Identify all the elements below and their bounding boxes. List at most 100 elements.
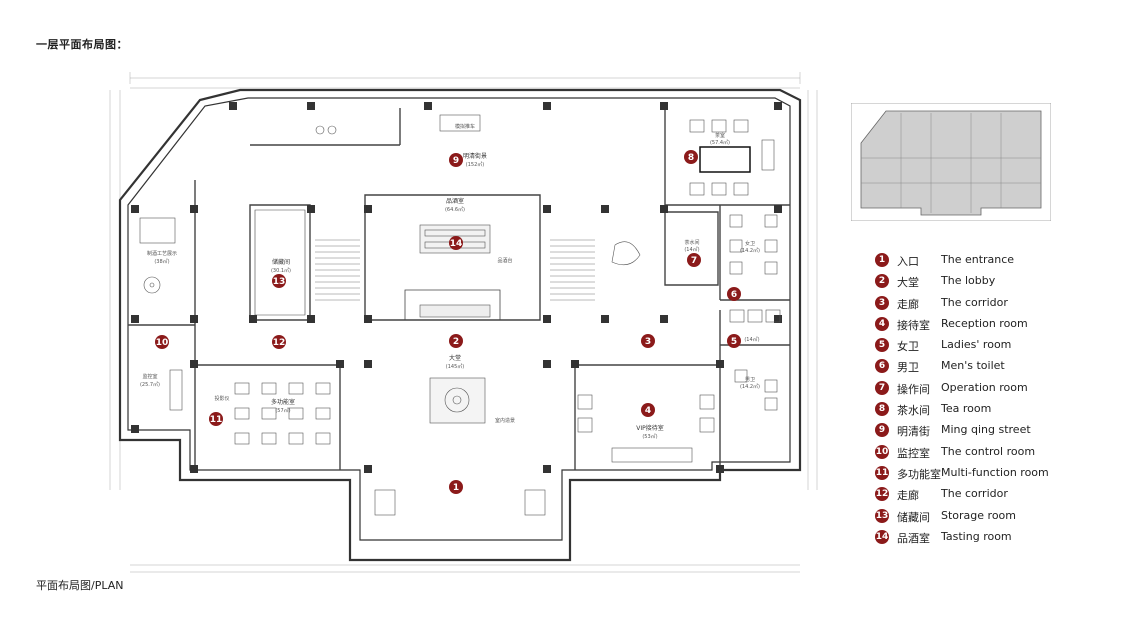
- stairs: [315, 239, 595, 301]
- label-women-area: (14.2㎡): [740, 247, 760, 254]
- marker-14: 14: [449, 236, 463, 250]
- svg-text:13: 13: [273, 277, 286, 287]
- legend-label-en: The corridor: [941, 295, 1008, 309]
- label-craft: 制酒工艺展示: [147, 250, 177, 257]
- columns: [131, 102, 782, 473]
- legend-label-cn: 男卫: [897, 361, 919, 375]
- marker-7: 7: [687, 253, 701, 267]
- svg-text:2: 2: [453, 337, 459, 347]
- label-bar: 品酒台: [497, 257, 512, 264]
- legend-number-badge: 3: [875, 295, 889, 310]
- label-multi-area: (57㎡): [275, 407, 290, 414]
- legend-label-cn: 多功能室: [897, 467, 941, 481]
- marker-5: 5: [727, 334, 741, 348]
- legend-label-cn: 储藏间: [897, 510, 930, 524]
- svg-text:6: 6: [731, 290, 737, 300]
- label-women: 女卫: [745, 240, 755, 247]
- legend-label-cn: 走廊: [897, 297, 919, 311]
- marker-3: 3: [641, 334, 655, 348]
- svg-text:5: 5: [731, 337, 737, 347]
- legend-number-badge: 2: [875, 274, 889, 289]
- label-water-area: (14㎡): [684, 246, 699, 253]
- legend-label-en: Multi-function room: [941, 465, 1049, 479]
- label-tasting-area: (64.6㎡): [445, 206, 465, 213]
- label-tasting: 品酒室: [446, 197, 464, 205]
- legend-item: 14 品酒室 Tasting room: [875, 527, 1115, 548]
- svg-text:4: 4: [645, 406, 651, 416]
- legend-label-en: Operation room: [941, 380, 1028, 394]
- label-hall-small: (14㎡): [744, 336, 759, 343]
- legend-label-en: The corridor: [941, 487, 1008, 501]
- legend-label-en: Tasting room: [941, 529, 1012, 543]
- legend-number-badge: 13: [875, 508, 889, 523]
- label-control: 监控室: [142, 373, 157, 380]
- svg-text:10: 10: [156, 338, 169, 348]
- label-water: 茶水间: [684, 239, 699, 246]
- legend-number-badge: 9: [875, 423, 889, 438]
- marker-8: 8: [684, 150, 698, 164]
- label-storage: 储藏间: [272, 258, 290, 266]
- legend-label-cn: 操作间: [897, 382, 930, 396]
- legend-number-badge: 6: [875, 359, 889, 374]
- legend-item: 7 操作间 Operation room: [875, 378, 1115, 399]
- legend-label-en: The entrance: [941, 253, 1015, 266]
- legend-number-badge: 11: [875, 465, 889, 480]
- legend-item: 1 入口 The entrance: [875, 250, 1115, 271]
- svg-text:11: 11: [210, 415, 223, 425]
- legend-number-badge: 8: [875, 402, 889, 417]
- legend-label-cn: 品酒室: [897, 531, 930, 545]
- marker-1: 1: [449, 480, 463, 494]
- svg-text:8: 8: [688, 153, 694, 163]
- label-men: 男卫: [745, 377, 755, 383]
- legend-number-badge: 1: [875, 253, 889, 267]
- legend-label-cn: 接待室: [897, 318, 930, 332]
- svg-text:1: 1: [453, 483, 459, 493]
- marker-6: 6: [727, 287, 741, 301]
- label-lobby-area: (145㎡): [446, 363, 464, 370]
- dimension-lines: [109, 72, 818, 573]
- label-projector: 投影仪: [214, 395, 229, 402]
- marker-11: 11: [209, 412, 223, 426]
- label-vip: VIP接待室: [636, 424, 664, 432]
- legend-number-badge: 14: [875, 529, 889, 544]
- legend-number-badge: 7: [875, 380, 889, 395]
- label-craft-area: (38㎡): [154, 258, 169, 265]
- outer-walls: [118, 88, 802, 562]
- label-indoor: 室内造景: [495, 417, 515, 424]
- legend-label-cn: 入口: [897, 255, 919, 268]
- legend-label-en: Storage room: [941, 508, 1016, 522]
- legend-item: 13 储藏间 Storage room: [875, 506, 1115, 527]
- legend-number-badge: 5: [875, 338, 889, 353]
- marker-12: 12: [272, 335, 286, 349]
- svg-text:12: 12: [273, 338, 286, 348]
- marker-4: 4: [641, 403, 655, 417]
- page-title: 一层平面布局图：: [36, 38, 128, 51]
- legend-item: 5 女卫 Ladies' room: [875, 335, 1115, 356]
- furniture: [139, 114, 781, 516]
- legend-item: 3 走廊 The corridor: [875, 293, 1115, 314]
- label-street-area: (152㎡): [466, 161, 484, 168]
- marker-13: 13: [272, 274, 286, 288]
- legend-label-cn: 女卫: [897, 340, 919, 354]
- legend-number-badge: 4: [875, 316, 889, 331]
- label-street: 明清街景: [463, 152, 487, 160]
- label-tea: 茶室: [715, 132, 725, 139]
- label-carriage: 模拟推车: [455, 123, 475, 130]
- room-markers: 1 2 3 4 5 6 7 8 9 10 11 12 13 14: [155, 150, 741, 494]
- legend-label-en: Reception room: [941, 316, 1028, 330]
- legend-label-en: Ladies' room: [941, 338, 1012, 352]
- legend-number-badge: 12: [875, 487, 889, 502]
- label-storage-area: (30.1㎡): [271, 267, 291, 274]
- label-men-area: (14.2㎡): [740, 383, 760, 390]
- svg-text:9: 9: [453, 156, 459, 166]
- label-tea-area: (57.4㎡): [710, 139, 730, 146]
